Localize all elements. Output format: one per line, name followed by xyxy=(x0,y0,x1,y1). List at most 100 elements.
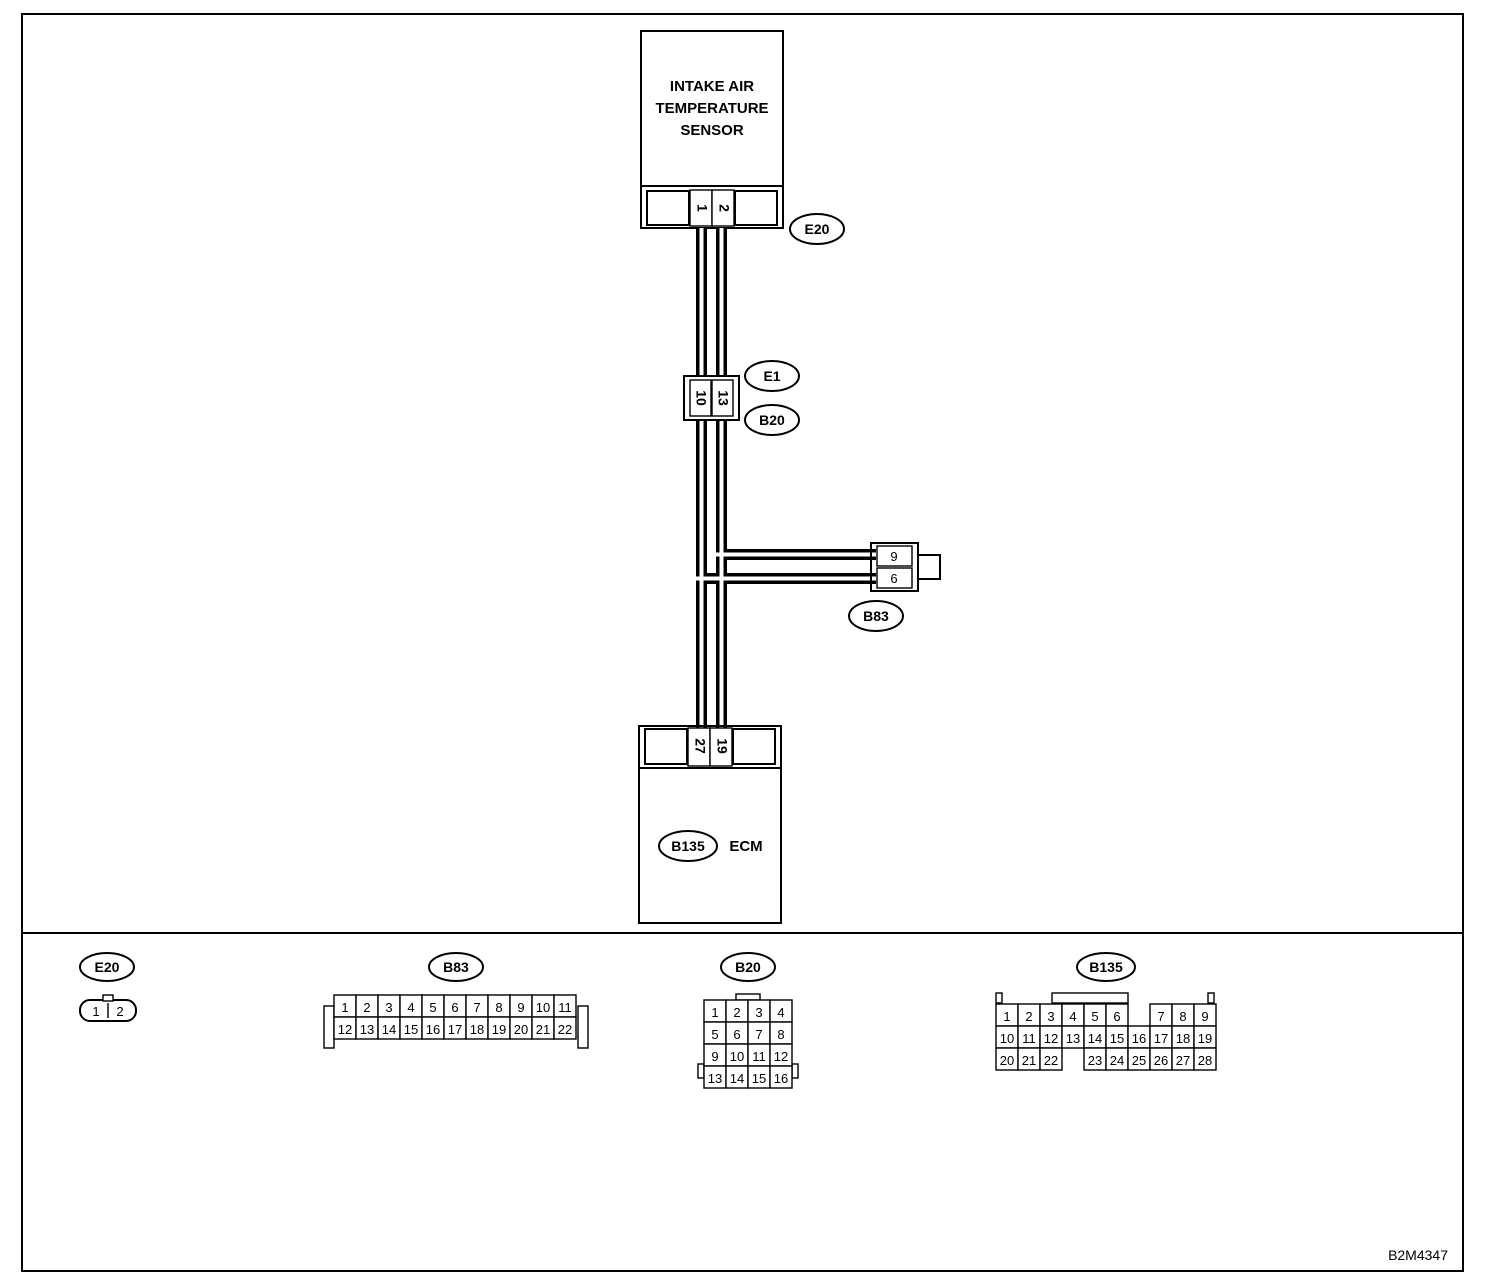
legend-cell-number: 18 xyxy=(470,1022,484,1037)
legend-cell-number: 1 xyxy=(711,1005,718,1020)
sensor-title-line-1: INTAKE AIR xyxy=(670,78,754,95)
legend-cell-number: 1 xyxy=(1003,1009,1010,1024)
legend-cell-number: 3 xyxy=(385,1000,392,1015)
legend-cell-number: 13 xyxy=(1066,1031,1080,1046)
branch-connector-b83: 9 6 xyxy=(870,542,941,592)
legend-cell-number: 19 xyxy=(492,1022,506,1037)
legend-cell-number: 20 xyxy=(514,1022,528,1037)
legend-cell-number: 10 xyxy=(730,1049,744,1064)
legend-cell-number: 28 xyxy=(1198,1053,1212,1068)
svg-text:B20: B20 xyxy=(759,412,785,428)
legend-cell-number: 23 xyxy=(1088,1053,1102,1068)
svg-text:B20: B20 xyxy=(735,959,761,975)
sensor-pin-2: 2 xyxy=(716,204,732,212)
sensor-title-line-2: TEMPERATURE xyxy=(655,100,768,117)
legend-cell-number: 15 xyxy=(752,1071,766,1086)
legend-cell-number: 19 xyxy=(1198,1031,1212,1046)
legend-cell-number: 8 xyxy=(1179,1009,1186,1024)
legend-cell-number: 8 xyxy=(495,1000,502,1015)
legend-e20-cell: 1 xyxy=(92,1004,99,1019)
legend-cell-number: 7 xyxy=(473,1000,480,1015)
legend-cell-number: 14 xyxy=(382,1022,396,1037)
legend-cell-number: 10 xyxy=(536,1000,550,1015)
ecm-pin-27: 27 xyxy=(692,738,708,754)
b83-pin-9: 9 xyxy=(890,549,897,564)
legend-cell-number: 12 xyxy=(774,1049,788,1064)
connector-tag-b135 xyxy=(658,830,718,862)
legend-cell-number: 21 xyxy=(536,1022,550,1037)
legend-cell-number: 16 xyxy=(774,1071,788,1086)
legend-cell xyxy=(1193,1047,1217,1071)
connector-tag-b83: B83 xyxy=(848,600,904,632)
legend-cell-number: 21 xyxy=(1022,1053,1036,1068)
legend-cell-number: 3 xyxy=(755,1005,762,1020)
legend-cell-number: 15 xyxy=(404,1022,418,1037)
legend-cell-number: 2 xyxy=(1025,1009,1032,1024)
legend-cell-number: 4 xyxy=(407,1000,414,1015)
svg-text:E20: E20 xyxy=(95,959,120,975)
legend-cell-number: 20 xyxy=(1000,1053,1014,1068)
svg-text:B83: B83 xyxy=(863,608,889,624)
legend-cell-number: 7 xyxy=(755,1027,762,1042)
legend-e20: E20 1 2 xyxy=(79,952,137,1022)
svg-text:B135: B135 xyxy=(671,838,705,854)
legend-cell-number: 17 xyxy=(1154,1031,1168,1046)
legend-cell-number: 11 xyxy=(1022,1031,1036,1046)
legend-cell-number: 18 xyxy=(1176,1031,1190,1046)
legend-cell-number: 7 xyxy=(1157,1009,1164,1024)
harness-wires xyxy=(696,228,876,728)
legend-cell-number: 6 xyxy=(733,1027,740,1042)
legend-cell xyxy=(1039,1047,1063,1071)
legend-cell-number: 13 xyxy=(360,1022,374,1037)
legend-cell-number: 17 xyxy=(448,1022,462,1037)
intake-air-temperature-sensor: INTAKE AIR TEMPERATURE SENSOR 1 2 xyxy=(640,30,784,229)
sensor-pin-cell xyxy=(711,189,735,227)
figure-code: B2M4347 xyxy=(1388,1247,1448,1263)
legend-cell xyxy=(553,1016,577,1040)
legend-cell-number: 24 xyxy=(1110,1053,1124,1068)
legend-cell-number: 6 xyxy=(451,1000,458,1015)
legend-cell-number: 27 xyxy=(1176,1053,1190,1068)
legend-cell-number: 25 xyxy=(1132,1053,1146,1068)
connector-tag-e20: E20 xyxy=(789,213,845,245)
legend-cell-number: 15 xyxy=(1110,1031,1124,1046)
legend-cell-number: 8 xyxy=(777,1027,784,1042)
connector-tag-b20: B20 xyxy=(744,404,800,436)
legend-cell-number: 14 xyxy=(730,1071,744,1086)
joint-connector-e1-b20: 10 13 xyxy=(683,375,740,421)
b83-pin-6: 6 xyxy=(890,571,897,586)
joint-pin-13: 13 xyxy=(715,390,731,406)
legend-e20-cell: 2 xyxy=(116,1004,123,1019)
svg-text:B135: B135 xyxy=(1089,959,1123,975)
sensor-connector-housing xyxy=(640,185,784,229)
legend-cell-number: 2 xyxy=(363,1000,370,1015)
svg-text:E1: E1 xyxy=(763,368,780,384)
ecm-title: ECM xyxy=(729,838,762,855)
legend-cell-number: 4 xyxy=(777,1005,784,1020)
legend-cell-number: 9 xyxy=(517,1000,524,1015)
legend-cell-number: 16 xyxy=(426,1022,440,1037)
legend-cell-number: 2 xyxy=(733,1005,740,1020)
legend-cell-number: 22 xyxy=(558,1022,572,1037)
connector-tag-e1: E1 xyxy=(744,360,800,392)
ecm-block: 27 19 B135 ECM xyxy=(638,725,782,924)
legend-cell-number: 11 xyxy=(752,1049,766,1064)
legend-cell-number: 4 xyxy=(1069,1009,1076,1024)
joint-pin-10: 10 xyxy=(693,390,709,406)
legend-cell-number: 12 xyxy=(338,1022,352,1037)
legend-cell-number: 1 xyxy=(341,1000,348,1015)
legend-cell-number: 12 xyxy=(1044,1031,1058,1046)
legend-cell-number: 9 xyxy=(1201,1009,1208,1024)
svg-text:E20: E20 xyxy=(805,221,830,237)
legend-cell-number: 16 xyxy=(1132,1031,1146,1046)
diagram-frame xyxy=(21,13,1464,1272)
legend-cell-number: 14 xyxy=(1088,1031,1102,1046)
legend-cell-number: 6 xyxy=(1113,1009,1120,1024)
legend-cell-number: 11 xyxy=(558,1000,572,1015)
